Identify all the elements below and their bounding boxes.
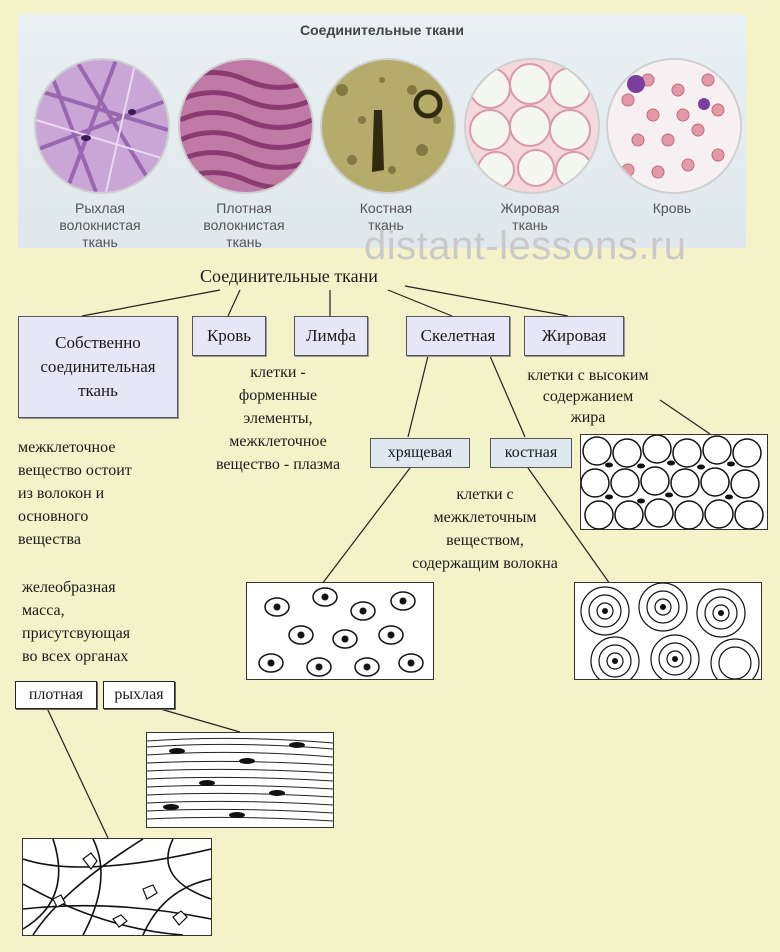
dense-tissue-micrograph [178,58,314,194]
loose-tissue-micrograph [34,58,170,194]
category-lymph: Лимфа [294,316,368,356]
banner-title: Соединительные ткани [300,22,464,38]
adipose-drawing [580,434,768,530]
subtype-dense: плотная [15,681,97,709]
subtype-cartilage: хрящевая [370,438,470,468]
tissue-label-adipose: Жировая ткань [500,200,560,233]
tissue-label-blood: Кровь [652,200,692,216]
category-proper: Собственно соединительная ткань [18,316,178,418]
loose-tissue-drawing [22,838,212,936]
note-blood: клетки - форменные элементы, межклеточно… [215,364,341,473]
note-proper-mass: желеобразная масса, присутсвующая во все… [22,579,131,665]
subtype-bone: костная [490,438,572,468]
note-adipose: клетки с высоким содержанием жира [527,367,649,426]
watermark: distant-lessons.ru [364,224,687,268]
bone-tissue-micrograph [320,58,456,194]
root-label: Соединительные ткани [200,266,378,286]
adipose-tissue-micrograph [464,58,600,194]
note-skeletal: клетки с межклеточным веществом, содержа… [412,486,558,572]
dense-tissue-drawing [146,732,334,828]
blood-micrograph [606,58,742,194]
subtype-loose: рыхлая [103,681,175,709]
tissue-label-loose: Рыхлая волокнистая ткань [59,200,141,250]
tissue-label-bone: Костная ткань [359,200,413,233]
category-adipose: Жировая [524,316,624,356]
tissue-label-dense: Плотная волокнистая ткань [203,200,285,250]
note-proper-substance: межклеточное вещество остоит из волокон … [18,439,132,548]
tissue-banner: Соединительные ткани [18,14,746,250]
category-skeletal: Скелетная [406,316,510,356]
cartilage-drawing [246,582,434,680]
category-blood: Кровь [192,316,266,356]
bone-drawing [574,582,762,680]
